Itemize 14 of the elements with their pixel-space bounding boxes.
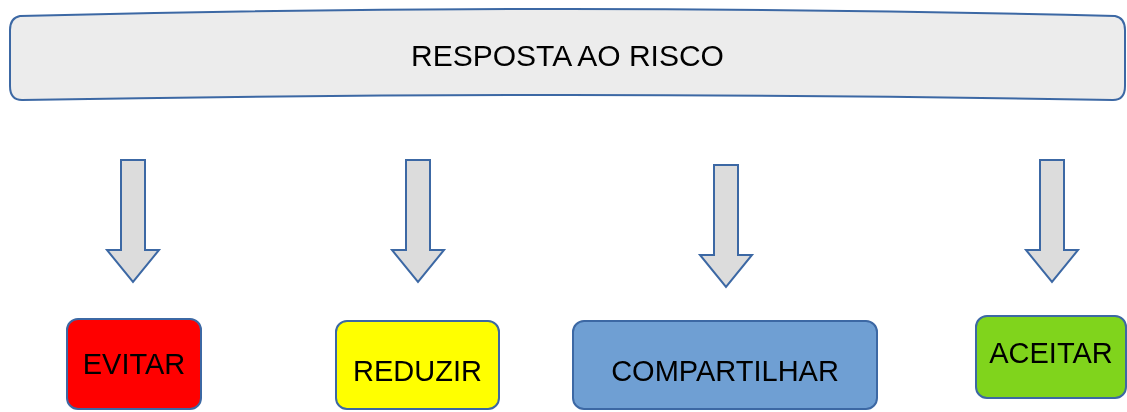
box-label: REDUZIR — [353, 354, 482, 388]
box-label: ACEITAR — [989, 336, 1113, 370]
block-arrow — [104, 159, 162, 284]
block-arrow — [389, 159, 447, 284]
response-box — [975, 315, 1127, 399]
block-arrow — [697, 164, 755, 289]
title-banner — [8, 8, 1127, 104]
box-label: COMPARTILHAR — [611, 354, 839, 388]
block-arrow — [1023, 159, 1081, 284]
banner-title: RESPOSTA AO RISCO — [411, 39, 724, 73]
box-label: EVITAR — [82, 347, 186, 381]
response-box — [335, 320, 500, 410]
response-box — [572, 320, 878, 410]
response-box — [66, 318, 202, 410]
